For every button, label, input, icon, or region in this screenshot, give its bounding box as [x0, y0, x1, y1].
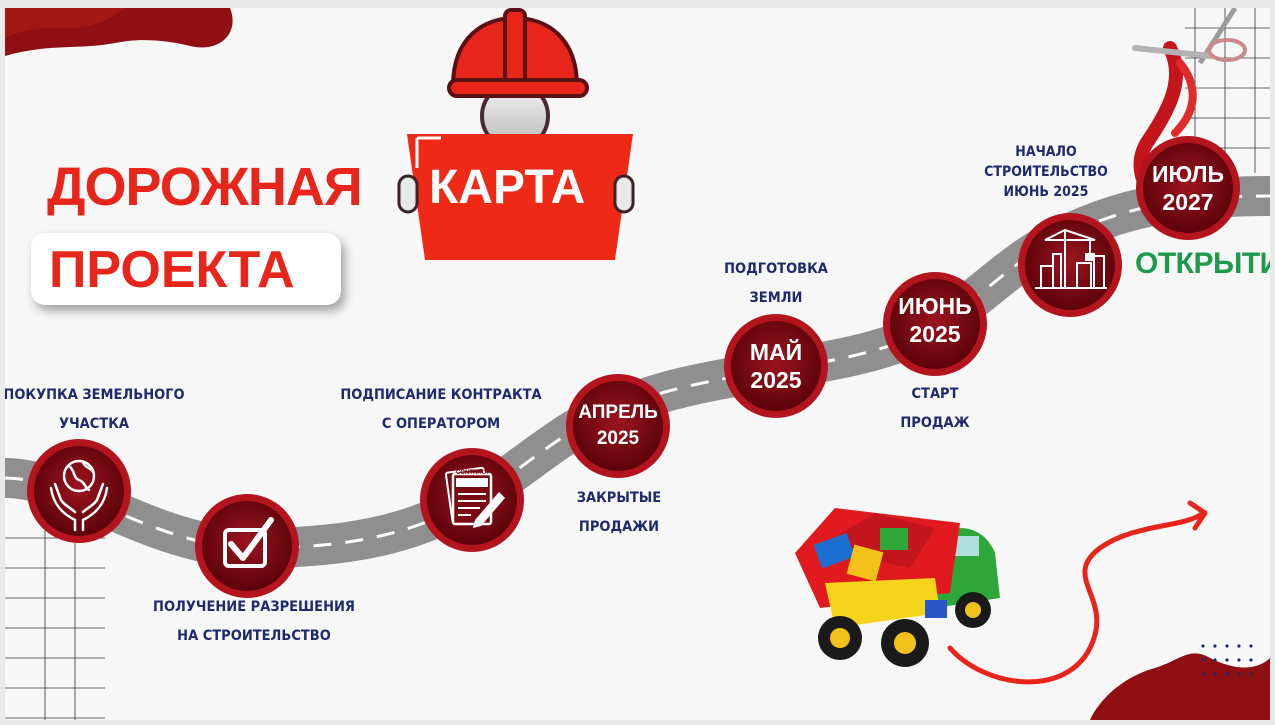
label-closed-sales-line2: ПРОДАЖИ: [578, 519, 660, 535]
contract-pen-icon: [444, 466, 505, 528]
label-sales-start-line2: ПРОДАЖ: [900, 415, 970, 431]
label-opening: ОТКРЫТИЕ: [1135, 247, 1270, 280]
label-land-line1: ПОКУПКА ЗЕМЕЛЬНОГО: [5, 387, 185, 403]
label-sales-start-line1: СТАРТ: [911, 386, 959, 402]
label-land-line2: УЧАСТКА: [59, 416, 129, 432]
sign-board: [397, 134, 635, 260]
circle-construction: [1018, 213, 1122, 317]
title-line1: ДОРОЖНАЯ: [47, 157, 363, 217]
checkbox-icon: [223, 517, 274, 568]
date-may-month: МАЙ: [749, 339, 803, 365]
roadmap-slide: ДОРОЖНАЯ ПРОЕКТА КАРТА CONTRACT ПОКУПКА …: [5, 8, 1270, 720]
title-highlight: КАРТА: [429, 161, 586, 214]
label-closed-sales: ЗАКРЫТЫЕ ПРОДАЖИ: [577, 484, 661, 542]
contract-doc-text: CONTRACT: [456, 470, 490, 476]
label-construction: НАЧАЛО СТРОИТЕЛЬСТВО ИЮНЬ 2025: [984, 142, 1108, 202]
date-april-month: АПРЕЛЬ: [578, 402, 658, 423]
label-land: ПОКУПКА ЗЕМЕЛЬНОГО УЧАСТКА: [5, 381, 185, 439]
label-contract-line2: С ОПЕРАТОРОМ: [381, 416, 501, 432]
date-april: АПРЕЛЬ 2025: [578, 400, 657, 452]
title-line2: ПРОЕКТА: [49, 241, 295, 299]
curved-arrow-icon: [947, 510, 1206, 685]
circle-may: [724, 314, 828, 418]
grid-left: [5, 528, 105, 720]
label-construction-line1: НАЧАЛО: [1015, 144, 1077, 160]
date-july: ИЮЛЬ 2027: [1152, 160, 1224, 216]
label-contract-line1: ПОДПИСАНИЕ КОНТРАКТА: [340, 387, 542, 403]
toy-truck-icon: [795, 508, 1000, 667]
date-may-year: 2025: [750, 367, 802, 393]
date-may: МАЙ 2025: [750, 338, 802, 394]
label-permit-line1: ПОЛУЧЕНИЕ РАЗРЕШЕНИЯ: [153, 599, 355, 615]
crane-buildings-icon: [1035, 228, 1107, 289]
date-july-year: 2027: [1162, 189, 1214, 215]
hard-hat-icon: [447, 8, 589, 151]
date-june-month: ИЮНЬ: [898, 293, 972, 319]
circle-opening: [1136, 136, 1240, 240]
date-july-month: ИЮЛЬ: [1151, 161, 1225, 187]
label-land-prep-line1: ПОДГОТОВКА: [724, 261, 828, 277]
label-construction-line2: СТРОИТЕЛЬСТВО: [984, 164, 1108, 180]
title-box: [31, 233, 341, 305]
label-land-prep-line2: ЗЕМЛИ: [749, 290, 803, 306]
circle-permit: [195, 494, 299, 598]
circle-june: [883, 272, 987, 376]
label-closed-sales-line1: ЗАКРЫТЫЕ: [576, 490, 662, 506]
background-decor: [5, 8, 1270, 720]
date-april-year: 2025: [596, 428, 640, 449]
label-permit-line2: НА СТРОИТЕЛЬСТВО: [177, 628, 331, 644]
globe-hands-icon: [49, 459, 109, 532]
label-permit: ПОЛУЧЕНИЕ РАЗРЕШЕНИЯ НА СТРОИТЕЛЬСТВО: [153, 593, 355, 651]
label-construction-line3: ИЮНЬ 2025: [1003, 184, 1089, 200]
label-contract: ПОДПИСАНИЕ КОНТРАКТА С ОПЕРАТОРОМ: [340, 381, 541, 439]
date-june: ИЮНЬ 2025: [898, 292, 971, 348]
circle-april: [566, 374, 670, 478]
date-june-year: 2025: [909, 321, 961, 347]
bottom-right-blob: [1090, 653, 1270, 720]
label-land-prep: ПОДГОТОВКА ЗЕМЛИ: [724, 255, 828, 313]
dots-pattern: [1201, 644, 1253, 676]
label-sales-start: СТАРТ ПРОДАЖ: [900, 380, 969, 438]
